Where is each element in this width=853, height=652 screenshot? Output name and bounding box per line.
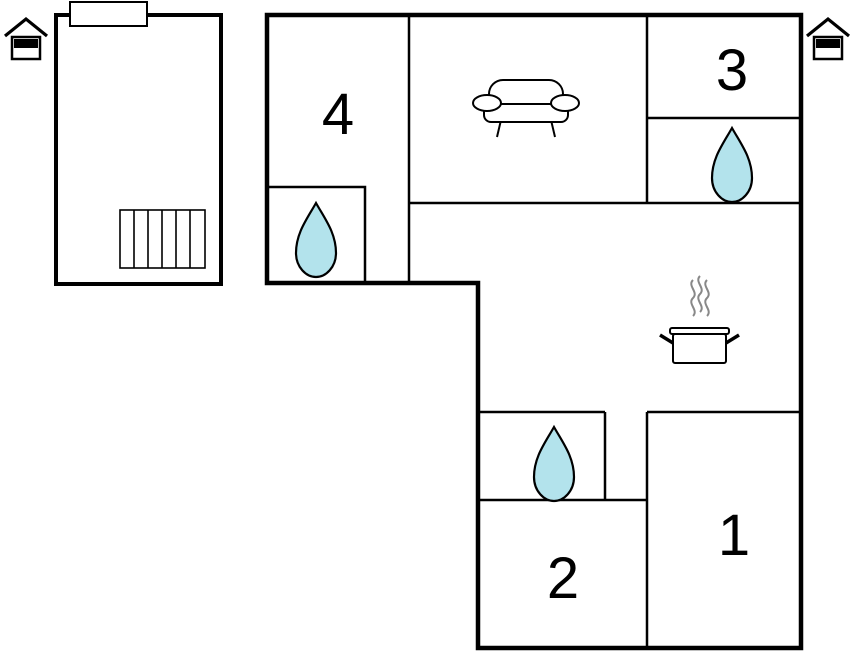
house-icon — [805, 17, 851, 61]
water-drop-icon — [710, 126, 754, 204]
room-number-1: 1 — [718, 503, 750, 568]
interior-walls — [267, 15, 801, 648]
water-drop-icon — [532, 425, 576, 503]
room-number-2: 2 — [547, 546, 579, 611]
main-building-outer-wall — [264, 12, 804, 651]
room-number-3: 3 — [716, 38, 748, 103]
water-drop-icon — [294, 201, 338, 279]
room-number-4: 4 — [322, 82, 354, 147]
annex-chimney — [69, 1, 148, 27]
sofa-icon — [472, 79, 580, 138]
annex-building — [54, 1, 223, 286]
cooking-pot-icon — [659, 275, 740, 364]
radiator-icon — [119, 209, 206, 269]
house-icon — [3, 17, 49, 61]
